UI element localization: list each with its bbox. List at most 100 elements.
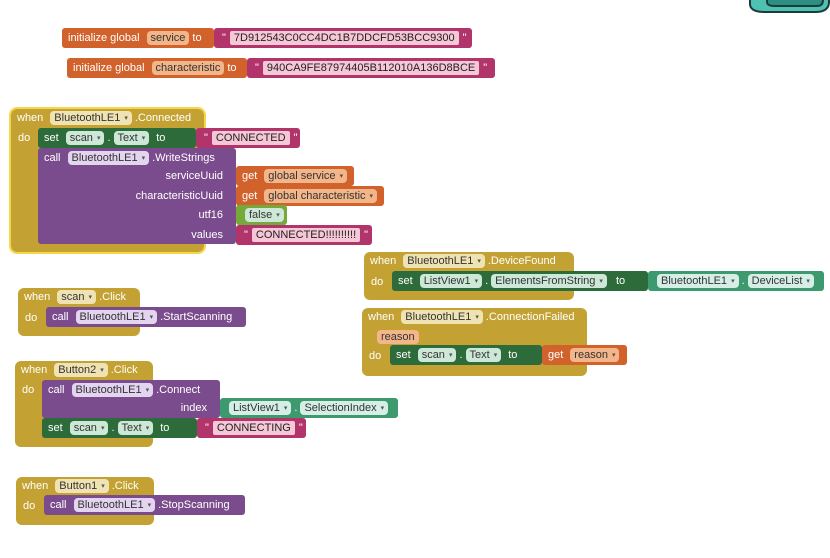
init-label: initialize global xyxy=(68,32,140,44)
component-dropdown[interactable]: BluetoothLE1▾ xyxy=(71,383,154,397)
component-dropdown[interactable]: BluetoothLE1▾ xyxy=(75,310,158,324)
chevron-down-icon: ▾ xyxy=(474,278,479,285)
when-label: when xyxy=(21,364,48,376)
component-dropdown[interactable]: ListView1▾ xyxy=(229,401,292,415)
get-global-service-block[interactable]: get global service▾ xyxy=(236,166,354,186)
connecting-string-block[interactable]: " CONNECTING " xyxy=(197,418,306,438)
selection-index-getter-block[interactable]: ListView1▾ . SelectionIndex▾ xyxy=(220,398,398,418)
get-reason-block[interactable]: get reason▾ xyxy=(542,345,627,365)
chevron-down-icon: ▾ xyxy=(448,352,453,359)
service-uuid-label: serviceUuid xyxy=(165,170,223,182)
connected-string-block[interactable]: " CONNECTED " xyxy=(196,128,300,148)
characteristic-uuid-text[interactable]: 940CA9FE87974405B112010A136D8BCE xyxy=(262,61,480,75)
property-name: SelectionIndex xyxy=(304,402,377,414)
chevron-down-icon: ▾ xyxy=(101,483,105,490)
component-dropdown[interactable]: ListView1▾ xyxy=(419,274,483,288)
chevron-down-icon: ▾ xyxy=(380,405,385,412)
component-name: BluetoothLE1 xyxy=(407,255,474,267)
when-label: when xyxy=(368,311,395,323)
component-name: BluetoothLE1 xyxy=(661,275,728,287)
variable-dropdown[interactable]: global characteristic▾ xyxy=(264,189,378,203)
connected-text[interactable]: CONNECTED xyxy=(211,131,290,145)
component-name: scan xyxy=(61,291,85,303)
variable-dropdown[interactable]: global service▾ xyxy=(264,169,348,183)
component-dropdown[interactable]: Button2▾ xyxy=(54,363,108,377)
variable-name: global characteristic xyxy=(268,190,366,202)
quote-open: " xyxy=(205,422,209,434)
component-dropdown[interactable]: scan▾ xyxy=(65,131,105,145)
connectionfailed-param-row: reason xyxy=(368,327,428,347)
component-dropdown[interactable]: BluetoothLE1▾ xyxy=(657,274,739,288)
service-uuid-text[interactable]: 7D912543C0CC4DC1B7DDCFD53BCC9300 xyxy=(229,31,459,45)
chevron-down-icon: ▾ xyxy=(731,278,735,285)
component-dropdown[interactable]: BluetoothLE1▾ xyxy=(73,498,156,512)
component-name: scan xyxy=(421,349,445,361)
property-name: Text xyxy=(469,349,490,361)
quote-open: " xyxy=(255,62,259,74)
write-strings-header: call BluetoothLE1▾ .WriteStrings xyxy=(38,148,221,168)
component-dropdown[interactable]: BluetoothLE1▾ xyxy=(401,310,483,324)
set-listview-elements-block[interactable]: set ListView1▾ . ElementsFromString▾ to xyxy=(392,271,648,291)
scan-click-header: when scan▾ .Click xyxy=(18,288,132,306)
property-dropdown[interactable]: SelectionIndex▾ xyxy=(300,401,389,415)
boolean-dropdown[interactable]: false▾ xyxy=(245,208,284,222)
false-block[interactable]: false▾ xyxy=(236,205,287,225)
component-dropdown[interactable]: BluetoothLE1▾ xyxy=(50,111,132,125)
component-name: BluetoothLE1 xyxy=(54,112,121,124)
event-name: .Click xyxy=(111,480,139,492)
property-name: ElementsFromString xyxy=(495,275,596,287)
event-name: .DeviceFound xyxy=(487,255,556,267)
utf16-label: utf16 xyxy=(198,209,223,221)
chevron-down-icon: ▾ xyxy=(145,387,150,394)
do-label: do xyxy=(371,276,384,288)
param-reason[interactable]: reason xyxy=(377,330,419,344)
property-dropdown[interactable]: Text▾ xyxy=(465,348,502,362)
chevron-down-icon: ▾ xyxy=(88,294,93,301)
variable-dropdown[interactable]: reason▾ xyxy=(570,348,620,362)
do-label: do xyxy=(25,312,38,324)
values-text[interactable]: CONNECTED!!!!!!!!!! xyxy=(251,228,361,242)
component-dropdown[interactable]: scan▾ xyxy=(69,421,109,435)
variable-name-characteristic[interactable]: characteristic xyxy=(151,61,225,75)
stop-scanning-call-block[interactable]: call BluetoothLE1▾ .StopScanning xyxy=(44,495,245,515)
values-string-block[interactable]: " CONNECTED!!!!!!!!!! " xyxy=(236,225,372,245)
to-label: to xyxy=(192,32,202,44)
chevron-down-icon: ▾ xyxy=(283,405,288,412)
chevron-down-icon: ▾ xyxy=(149,314,154,321)
set-scan-text-connecting-block[interactable]: set scan▾ . Text▾ to xyxy=(42,418,197,438)
device-list-getter-block[interactable]: BluetoothLE1▾ . DeviceList▾ xyxy=(648,271,824,291)
set-label: set xyxy=(48,422,63,434)
connecting-text[interactable]: CONNECTING xyxy=(212,421,295,435)
component-dropdown[interactable]: scan▾ xyxy=(57,290,97,304)
set-scan-text-reason-block[interactable]: set scan▾ . Text▾ to xyxy=(390,345,542,365)
get-global-characteristic-block[interactable]: get global characteristic▾ xyxy=(236,186,384,206)
component-dropdown[interactable]: Button1▾ xyxy=(55,479,109,493)
quote-close: " xyxy=(483,62,488,74)
component-name: BluetoothLE1 xyxy=(77,499,144,511)
to-label: to xyxy=(156,132,166,144)
component-dropdown[interactable]: BluetoothLE1▾ xyxy=(67,151,150,165)
component-name: ListView1 xyxy=(423,275,471,287)
property-dropdown[interactable]: Text▾ xyxy=(117,421,154,435)
chevron-down-icon: ▾ xyxy=(475,314,479,321)
init-characteristic-block[interactable]: initialize global characteristic to xyxy=(67,58,247,78)
component-dropdown[interactable]: BluetoothLE1▾ xyxy=(403,254,485,268)
set-label: set xyxy=(398,275,413,287)
chevron-down-icon: ▾ xyxy=(124,115,128,122)
service-string-block[interactable]: " 7D912543C0CC4DC1B7DDCFD53BCC9300 " xyxy=(214,28,472,48)
component-dropdown[interactable]: scan▾ xyxy=(417,348,457,362)
method-name: .WriteStrings xyxy=(152,152,215,164)
property-dropdown[interactable]: ElementsFromString▾ xyxy=(491,274,607,288)
init-service-block[interactable]: initialize global service to xyxy=(62,28,214,48)
when-label: when xyxy=(22,480,49,492)
quote-close: " xyxy=(298,422,303,434)
property-dropdown[interactable]: Text▾ xyxy=(113,131,150,145)
to-label: to xyxy=(508,349,518,361)
start-scanning-call-block[interactable]: call BluetoothLE1▾ .StartScanning xyxy=(46,307,246,327)
property-dropdown[interactable]: DeviceList▾ xyxy=(747,274,814,288)
characteristic-string-block[interactable]: " 940CA9FE87974405B112010A136D8BCE " xyxy=(247,58,495,78)
set-scan-text-block[interactable]: set scan▾ . Text▾ to xyxy=(38,128,196,148)
variable-name-service[interactable]: service xyxy=(146,31,190,45)
method-name: .StopScanning xyxy=(158,499,230,511)
to-label: to xyxy=(227,62,237,74)
